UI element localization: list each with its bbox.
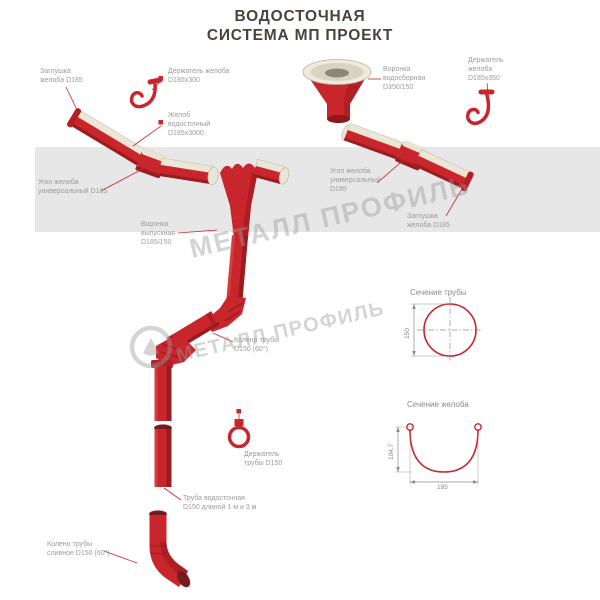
- gutter-segment-right: [341, 122, 474, 192]
- label-gutter: Желоб водосточный D185х3000: [168, 112, 211, 137]
- label-pipe-elbow: Колено трубы D150 (60°): [234, 337, 280, 353]
- drain-elbow-shape: [149, 510, 191, 588]
- label-end-cap-left: Заглушка желоба D185: [40, 68, 83, 84]
- watermark-logo-icon: [129, 325, 173, 369]
- label-drain-elbow: Колено трубы сливное D150 (60°): [47, 541, 110, 557]
- dim-gutter-height: 104,7: [388, 443, 395, 460]
- collector-funnel-shape: [302, 59, 372, 123]
- label-outlet-funnel: Воронка выпускная D185/150: [141, 221, 176, 246]
- gutter-section-drawing: [395, 423, 482, 485]
- gutter-end-cap-right: [461, 171, 474, 192]
- label-downpipe: Труба водосточная D150 длиной 1 м и 3 м: [183, 495, 257, 511]
- gutter-segment-left: [67, 108, 219, 186]
- wall-band: [35, 147, 600, 232]
- page-title-line2: СИСТЕМА МП ПРОЕКТ: [206, 26, 394, 44]
- gutter-end-cap-left: [67, 108, 82, 128]
- label-end-cap-right: Заглушка желоба D185: [407, 213, 450, 229]
- label-gutter-hook-300: Держатель желоба D185х300: [168, 68, 230, 84]
- pipe-holder-shape: [227, 419, 251, 449]
- page-title-line1: ВОДОСТОЧНАЯ: [234, 8, 366, 25]
- page-title: ВОДОСТОЧНАЯ СИСТЕМА МП ПРОЕКТ: [150, 8, 450, 46]
- label-corner-left: Угол желоба универсальный D185: [38, 179, 108, 195]
- leader-lines: [65, 78, 489, 564]
- watermark-logo-mark: [143, 338, 159, 356]
- outlet-funnel-shape: [220, 163, 258, 238]
- gutter-hook-right-icon: [465, 89, 495, 126]
- gutter-hook-top-icon: [129, 77, 163, 109]
- label-collector-funnel: Воронка водосборная D350/150: [383, 66, 426, 91]
- heading-gutter-section: Сечение желоба: [407, 400, 469, 409]
- downpipe-assembly: [151, 235, 248, 487]
- label-pipe-holder: Держатель трубы D150: [244, 451, 283, 467]
- pipe-section-drawing: [411, 297, 483, 363]
- label-corner-right: Угол желоба универсальный D185: [330, 168, 381, 193]
- leader-markers: [158, 76, 241, 414]
- dim-gutter-width: 185: [437, 484, 448, 491]
- label-gutter-hook-350: Держатель желоба D185х350: [468, 57, 504, 82]
- heading-pipe-section: Сечение трубы: [410, 288, 467, 297]
- dim-pipe-diameter: 150: [404, 328, 411, 339]
- gutter-cut-face: [278, 167, 290, 185]
